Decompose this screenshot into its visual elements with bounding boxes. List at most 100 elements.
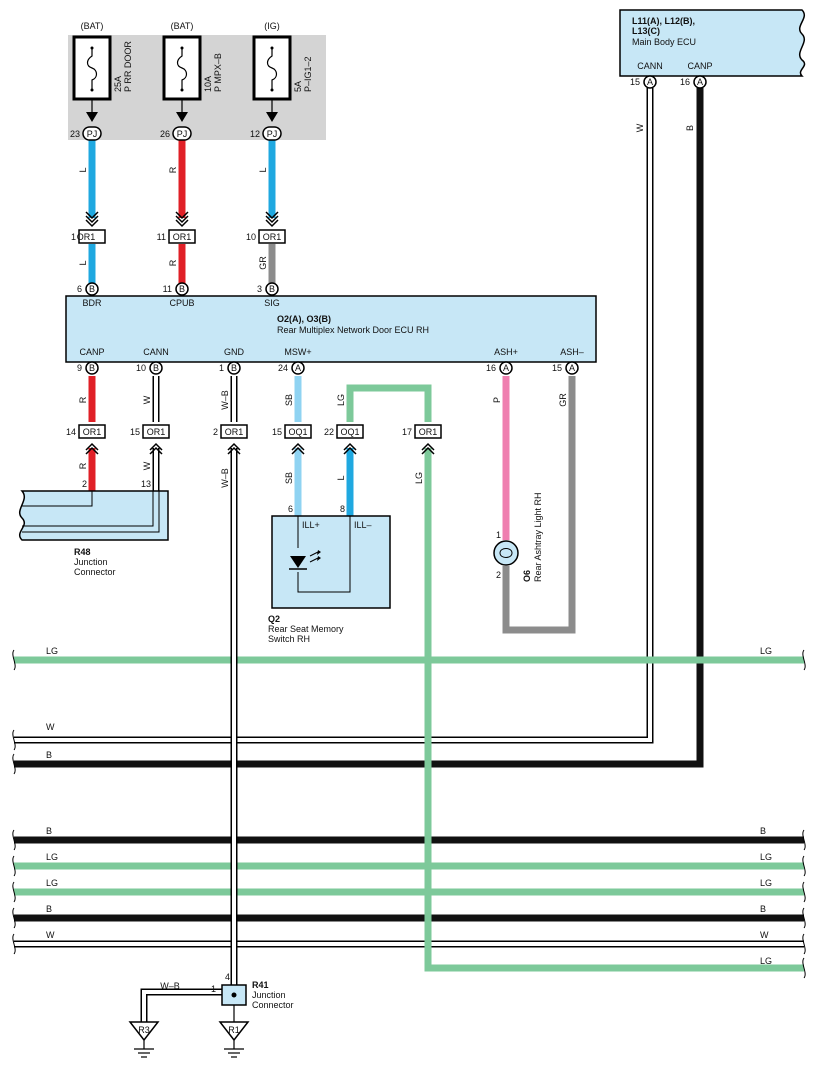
wire-label-ill-top: LG xyxy=(336,394,346,406)
fuse-3-pin-num: 12 xyxy=(250,129,260,139)
wire-label-gnd-bot: W–B xyxy=(220,468,230,488)
splice-upper-2-pin: 11 xyxy=(157,232,166,242)
ecu-bottom-pin-ashm-name: ASH– xyxy=(560,347,584,357)
ecu-top-pin-1 xyxy=(85,282,99,296)
r41-junction-connector xyxy=(221,984,247,1006)
splice-upper-1-conn: OR1 xyxy=(77,232,96,242)
ground-r3-icon xyxy=(128,1021,160,1058)
wire-label-ill-bot: L xyxy=(336,475,346,480)
wire-wb-ground xyxy=(140,988,222,1022)
wire-label-canp-bot: R xyxy=(78,462,88,469)
bus-label-2-left: W xyxy=(46,722,55,732)
ecu-bottom-pin-msw-conn: A xyxy=(295,363,301,373)
fuse-1-rating: 25A xyxy=(113,76,123,92)
ecu-bottom-pin-msw-name: MSW+ xyxy=(284,347,311,357)
splice-lower-4-pin: 15 xyxy=(272,427,282,437)
wire-label-f2-top: R xyxy=(168,166,178,173)
wire-label-main-cann: W xyxy=(635,123,645,132)
r41-id: R41 xyxy=(252,980,269,990)
wire-gr-ash xyxy=(502,376,576,634)
led-icon xyxy=(289,550,321,570)
ecu-top-pin-2-name: CPUB xyxy=(169,298,194,308)
bus-label-6-left: LG xyxy=(46,878,58,888)
wire-label-f3-bot: GR xyxy=(258,256,268,270)
splice-lower-1 xyxy=(78,424,106,455)
ecu-top-pin-3-num: 3 xyxy=(257,284,262,294)
wire-label-cann-top: W xyxy=(142,395,152,404)
main-body-title-2: L13(C) xyxy=(632,26,660,36)
main-body-pin-cann-name: CANN xyxy=(637,61,663,71)
splice-lower-5 xyxy=(336,424,364,455)
fuse-1-name: P RR DOOR xyxy=(123,41,133,92)
wire-label-f2-bot: R xyxy=(168,259,178,266)
splice-upper-3-pin: 10 xyxy=(246,232,256,242)
splice-lower-1-conn: OR1 xyxy=(83,427,102,437)
r48-junction-connector xyxy=(19,490,169,541)
wire-label-lg-bot: LG xyxy=(414,472,424,484)
main-body-title-1: L11(A), L12(B), xyxy=(632,16,695,26)
fuse-3-name: P–IG1–2 xyxy=(303,56,313,92)
ecu-bottom-pin-msw-num: 24 xyxy=(278,363,288,373)
ecu-bottom-pin-gnd-name: GND xyxy=(224,347,245,357)
fuse-2-pin-conn: PJ xyxy=(177,129,188,139)
bus-break-marks-left xyxy=(12,649,16,955)
bus-label-3-left: B xyxy=(46,750,52,760)
splice-lower-3-pin: 2 xyxy=(213,427,218,437)
fuse-2 xyxy=(162,35,202,122)
ecu-bottom-pin-gnd xyxy=(227,361,241,375)
fuse-3-pin xyxy=(262,126,282,141)
ecu-top-pin-3 xyxy=(265,282,279,296)
main-body-subtitle: Main Body ECU xyxy=(632,37,696,47)
main-body-ecu-box xyxy=(619,9,806,77)
q2-line2: Switch RH xyxy=(268,634,310,644)
splice-upper-2-conn: OR1 xyxy=(173,232,192,242)
splice-lower-6-pin: 17 xyxy=(402,427,412,437)
bus-label-1-left: LG xyxy=(46,646,58,656)
fuse-1-pin-num: 23 xyxy=(70,129,80,139)
fuse-1-source: (BAT) xyxy=(81,21,104,31)
wire-lg-ill-loop xyxy=(346,384,432,422)
main-body-pin-canp-name: CANP xyxy=(687,61,712,71)
ecu-top-pin-2-conn: B xyxy=(179,284,185,294)
ecu-bottom-pin-msw xyxy=(291,361,305,375)
wire-label-msw-top: SB xyxy=(284,394,294,406)
fuse-1 xyxy=(72,35,112,122)
ecu-bottom-pin-cann-name: CANN xyxy=(143,347,169,357)
ecu-bottom-pin-canp xyxy=(85,361,99,375)
fuse-3 xyxy=(252,35,292,122)
wire-label-f3-top: L xyxy=(258,167,268,172)
splice-upper-3 xyxy=(258,211,286,244)
q2-line1: Rear Seat Memory xyxy=(268,624,344,634)
bus-label-4-left: B xyxy=(46,826,52,836)
splice-lower-2 xyxy=(142,424,170,455)
r41-pin-a: 4 xyxy=(225,972,230,982)
fuse-3-source: (IG) xyxy=(264,21,280,31)
bus-label-7-right: B xyxy=(760,904,766,914)
r48-pin-a: 2 xyxy=(82,479,87,489)
ecu-bottom-pin-canp-conn: B xyxy=(89,363,95,373)
wire-label-msw-bot: SB xyxy=(284,472,294,484)
ecu-bottom-pin-ashm-conn: A xyxy=(569,363,575,373)
fuse-2-name: P MPX–B xyxy=(213,53,223,92)
r48-line2: Connector xyxy=(74,567,116,577)
splice-lower-6-conn: OR1 xyxy=(419,427,438,437)
splice-upper-1-pin: 1 xyxy=(71,232,76,242)
splice-lower-5-conn: OQ1 xyxy=(340,427,359,437)
splice-lower-3-conn: OR1 xyxy=(225,427,244,437)
o6-id: O6 xyxy=(522,570,532,582)
ecu-bottom-pin-ashp-num: 16 xyxy=(486,363,496,373)
wire-label-main-canp: B xyxy=(685,125,695,131)
bus-label-8-left: W xyxy=(46,930,55,940)
bus-break-marks-right xyxy=(802,649,806,979)
main-body-pin-canp xyxy=(693,75,707,89)
bus-label-8-right: W xyxy=(760,930,769,940)
bus-label-9-right: LG xyxy=(760,956,772,966)
ecu-bottom-pin-cann xyxy=(149,361,163,375)
o6-pin-a: 1 xyxy=(496,530,501,540)
q2-pin-b: 8 xyxy=(340,504,345,514)
ground-r1-icon xyxy=(218,1021,250,1058)
wire-label-gnd-top: W–B xyxy=(220,390,230,410)
r41-line2: Connector xyxy=(252,1000,294,1010)
wire-label-f1-bot: L xyxy=(78,260,88,265)
